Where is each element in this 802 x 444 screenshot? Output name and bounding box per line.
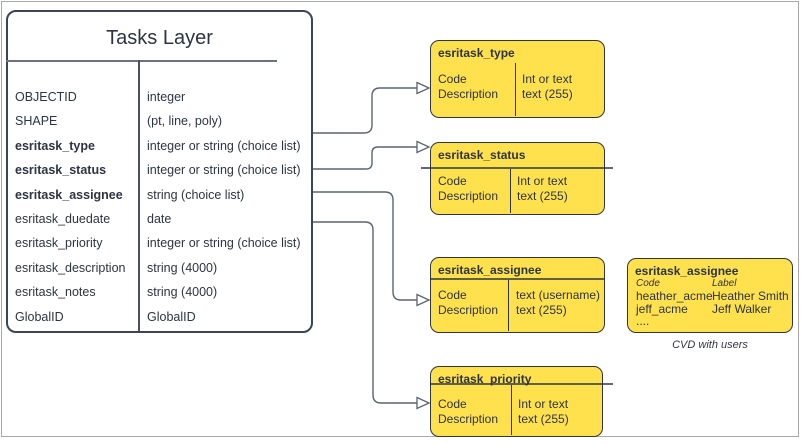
- table-row: esritask_notes string (4000): [8, 280, 311, 304]
- field-name: esritask_description: [15, 260, 126, 275]
- domain-type: text (255): [522, 86, 573, 101]
- cvd-col-code: Code: [636, 278, 660, 289]
- domain-field: Code: [438, 72, 467, 86]
- table-row: OBJECTID integer: [8, 85, 311, 109]
- domain-fields: Code Description: [438, 72, 498, 101]
- domain-box-title: esritask_priority: [438, 372, 532, 386]
- field-type: integer or string (choice list): [147, 163, 301, 178]
- field-name: esritask_notes: [15, 285, 96, 300]
- domain-types: Int or text text (255): [518, 397, 569, 426]
- field-type: integer or string (choice list): [147, 236, 301, 251]
- field-name: esritask_assignee: [15, 187, 123, 202]
- field-name: esritask_priority: [15, 236, 103, 251]
- domain-box-title: esritask_assignee: [438, 263, 542, 277]
- field-name: GlobalID: [15, 309, 64, 324]
- domain-box-column-divider: [508, 280, 510, 331]
- field-type: (pt, line, poly): [147, 114, 223, 129]
- domain-box-column-divider: [515, 63, 517, 116]
- field-type: GlobalID: [147, 309, 196, 324]
- cvd-label: Jeff Walker: [712, 302, 772, 316]
- domain-type: text (255): [517, 188, 568, 203]
- table-row: SHAPE (pt, line, poly): [8, 109, 311, 133]
- tasks-layer-title: Tasks Layer: [106, 27, 213, 49]
- field-type: string (choice list): [147, 187, 245, 202]
- domain-box-column-divider: [510, 169, 512, 213]
- domain-type: Int or text: [518, 397, 569, 411]
- domain-types: text (username) text (255): [516, 288, 600, 317]
- domain-type: text (username): [516, 288, 601, 302]
- field-type: integer or string (choice list): [147, 138, 301, 153]
- domain-box-esritask-type[interactable]: esritask_type Code Description Int or te…: [430, 40, 605, 118]
- cvd-row: heather_acme Heather Smith: [636, 289, 789, 303]
- table-row: esritask_description string (4000): [8, 256, 311, 280]
- cvd-row-more: ....: [636, 314, 650, 328]
- domain-type: Int or text: [522, 72, 573, 86]
- table-row: esritask_status integer or string (choice…: [8, 158, 311, 182]
- field-name: OBJECTID: [15, 90, 77, 104]
- domain-box-esritask-status[interactable]: esritask_status Code Description Int or …: [430, 142, 605, 215]
- table-row: GlobalID GlobalID: [8, 305, 311, 329]
- field-name: esritask_type: [15, 138, 95, 153]
- cvd-users-box[interactable]: esritask_assignee Code Label heather_acm…: [627, 258, 793, 333]
- table-row: esritask_type integer or string (choice l…: [8, 134, 311, 158]
- table-row: esritask_duedate date: [8, 207, 311, 231]
- domain-field: Description: [438, 302, 499, 317]
- cvd-col-label: Label: [712, 278, 737, 289]
- table-column-divider: [138, 60, 140, 331]
- domain-box-esritask-priority[interactable]: esritask_priority Code Description Int o…: [430, 366, 603, 437]
- field-type: string (4000): [147, 260, 218, 275]
- domain-box-title: esritask_status: [438, 148, 526, 162]
- domain-types: Int or text text (255): [522, 72, 573, 101]
- field-name: esritask_duedate: [15, 211, 111, 226]
- table-row: esritask_priority integer or string (choi…: [8, 231, 311, 255]
- domain-field: Code: [438, 288, 467, 302]
- domain-field: Description: [438, 86, 499, 101]
- domain-box-column-divider: [511, 385, 513, 435]
- domain-box-esritask-assignee[interactable]: esritask_assignee Code Description text …: [430, 257, 605, 333]
- cvd-column-headers: Code Label: [636, 278, 736, 289]
- field-name: esritask_status: [15, 163, 107, 178]
- domain-fields: Code Description: [438, 174, 498, 203]
- domain-field: Code: [438, 174, 467, 188]
- field-type: string (4000): [147, 285, 218, 300]
- domain-types: Int or text text (255): [517, 174, 568, 203]
- domain-field: Description: [438, 188, 499, 203]
- domain-box-title: esritask_type: [438, 46, 515, 60]
- tasks-layer-table[interactable]: Tasks Layer OBJECTID integer SHAPE (pt, li…: [6, 10, 313, 333]
- table-rows: OBJECTID integer SHAPE (pt, line, poly) es…: [8, 85, 311, 329]
- cvd-label: Heather Smith: [712, 289, 789, 303]
- domain-fields: Code Description: [438, 288, 498, 317]
- domain-fields: Code Description: [438, 397, 498, 426]
- cvd-caption: CVD with users: [672, 339, 748, 351]
- domain-type: text (255): [516, 302, 567, 317]
- domain-type: Int or text: [517, 174, 568, 188]
- domain-field: Description: [438, 411, 499, 426]
- field-name: SHAPE: [15, 114, 58, 129]
- cvd-box-title: esritask_assignee: [635, 264, 739, 278]
- table-header-divider: [6, 60, 277, 62]
- domain-type: text (255): [518, 411, 569, 426]
- domain-field: Code: [438, 397, 467, 411]
- cvd-row: jeff_acme Jeff Walker: [636, 302, 771, 316]
- cvd-code: jeff_acme: [636, 302, 688, 316]
- cvd-code: heather_acme: [636, 289, 713, 303]
- field-type: date: [147, 211, 172, 226]
- table-row: esritask_assignee string (choice list): [8, 183, 311, 207]
- field-type: integer: [147, 90, 186, 104]
